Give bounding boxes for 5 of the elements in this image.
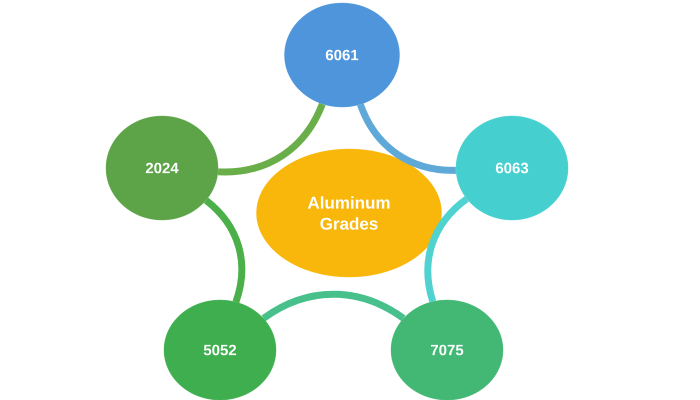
ring-arc <box>204 198 246 303</box>
ring-arc <box>218 102 326 176</box>
ring-arc <box>262 290 406 322</box>
ring-arc <box>424 196 469 302</box>
ring-arc <box>357 103 456 174</box>
